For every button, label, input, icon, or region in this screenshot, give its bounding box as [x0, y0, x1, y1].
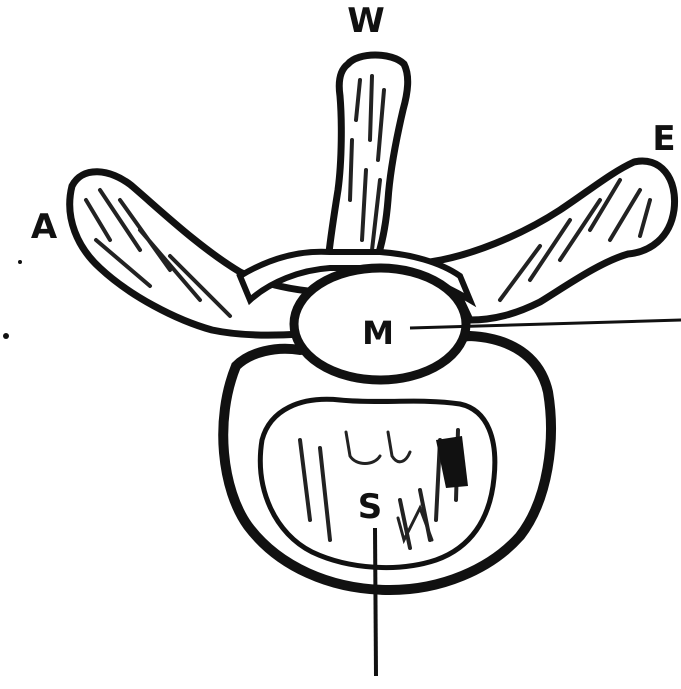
spinous-process	[328, 55, 408, 262]
body-pointer-line	[375, 528, 376, 676]
label-top: W	[347, 1, 385, 41]
label-left: A	[31, 207, 58, 247]
stray-mark	[3, 333, 9, 339]
label-right: E	[652, 119, 675, 159]
label-body: S	[358, 487, 383, 527]
stray-mark	[18, 260, 22, 264]
label-foramen: M	[362, 314, 394, 352]
left-transverse-process	[70, 172, 318, 335]
